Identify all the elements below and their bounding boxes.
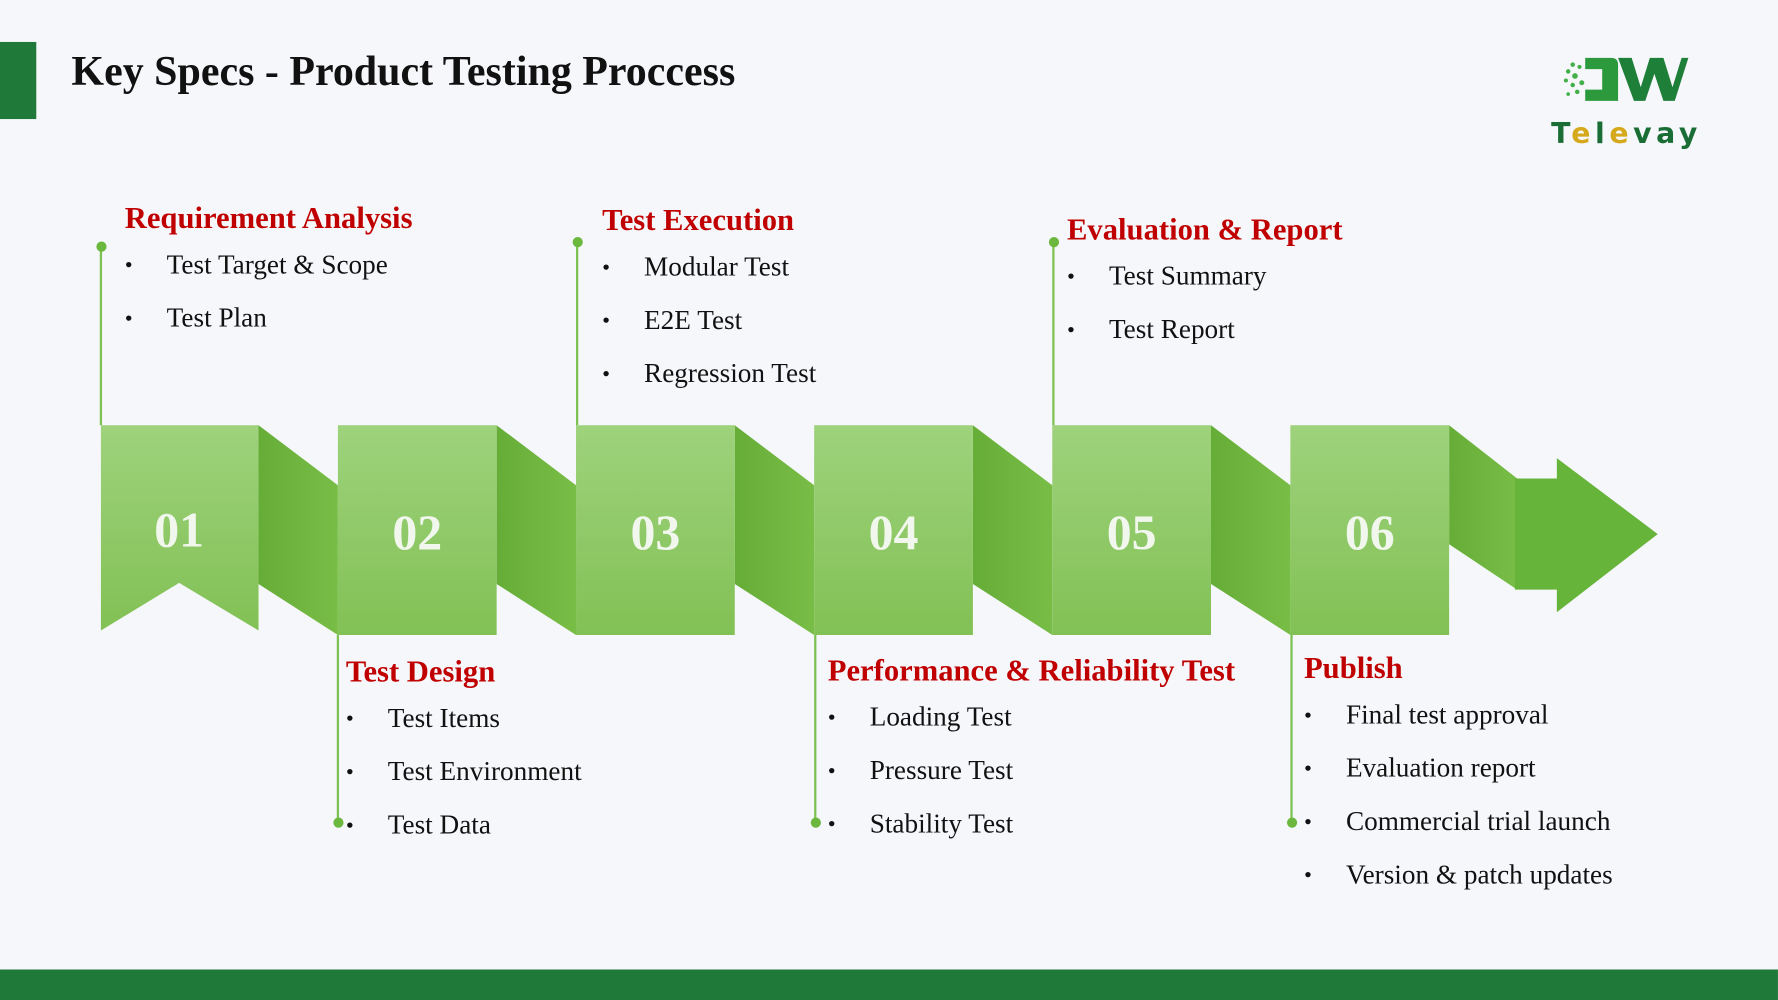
list-item: Test Report xyxy=(1067,304,1343,357)
step-03-details: Test Execution Modular TestE2E TestRegre… xyxy=(602,202,816,401)
step-number: 06 xyxy=(1345,505,1395,560)
list-item: Test Target & Scope xyxy=(125,239,413,292)
step-heading: Evaluation & Report xyxy=(1067,212,1343,247)
fold-5 xyxy=(1211,425,1291,635)
list-item: Version & patch updates xyxy=(1304,849,1613,902)
list-item: Modular Test xyxy=(602,242,816,295)
footer-bar xyxy=(0,969,1778,1000)
step-box-03 xyxy=(576,425,735,635)
list-item: E2E Test xyxy=(602,295,816,348)
fold-3 xyxy=(734,425,815,635)
step-number: 03 xyxy=(630,505,680,560)
connector-dot xyxy=(572,236,583,248)
logo-text: Televay xyxy=(1551,116,1702,150)
step-heading: Test Execution xyxy=(602,202,795,237)
step-number: 05 xyxy=(1107,505,1157,560)
televay-logo: Televay xyxy=(1548,51,1707,159)
list-item: Commercial trial launch xyxy=(1304,796,1613,849)
list-item: Test Summary xyxy=(1067,251,1343,304)
step-heading: Requirement Analysis xyxy=(124,200,413,235)
arrow-head-icon xyxy=(1514,458,1658,613)
title-accent-bar xyxy=(0,41,37,120)
list-item: Test Items xyxy=(346,693,582,746)
step-number: 02 xyxy=(392,505,442,560)
connector-line xyxy=(1290,634,1293,823)
step-06-details: Publish Final test approvalEvaluation re… xyxy=(1304,650,1613,903)
step-02-details: Test Design Test ItemsTest EnvironmentTe… xyxy=(345,653,582,852)
fold-4 xyxy=(972,425,1053,635)
step-number: 04 xyxy=(869,505,919,560)
list-item: Regression Test xyxy=(602,348,816,401)
list-item: Final test approval xyxy=(1304,689,1613,742)
connector-line xyxy=(99,247,103,426)
list-item: Pressure Test xyxy=(828,745,1235,798)
step-box-02 xyxy=(337,425,497,635)
connector-dot xyxy=(810,817,821,828)
step-05-details: Evaluation & Report Test SummaryTest Rep… xyxy=(1067,211,1343,357)
connector-line xyxy=(1052,241,1055,426)
fold-1 xyxy=(258,425,338,635)
step-heading: Performance & Reliability Test xyxy=(827,653,1236,688)
connector-dot xyxy=(1286,817,1298,828)
page-title: Key Specs - Product Testing Proccess xyxy=(71,48,736,96)
step-number: 01 xyxy=(154,503,204,558)
connector-line xyxy=(336,634,340,823)
connector-dot xyxy=(1048,236,1060,248)
step-heading: Publish xyxy=(1303,650,1403,685)
step-box-04 xyxy=(814,425,973,635)
list-item: Stability Test xyxy=(828,798,1235,851)
step-box-05 xyxy=(1052,425,1212,635)
list-item: Loading Test xyxy=(828,692,1235,745)
step-01-details: Requirement Analysis Test Target & Scope… xyxy=(125,200,413,346)
list-item: Test Plan xyxy=(125,293,413,346)
list-item: Test Environment xyxy=(346,746,582,799)
connector-dot xyxy=(96,241,107,252)
list-item: Test Data xyxy=(346,799,582,852)
step-heading: Test Design xyxy=(345,654,496,689)
list-item: Evaluation report xyxy=(1304,743,1613,796)
step-box-06 xyxy=(1290,425,1450,635)
connector-dot xyxy=(333,817,344,828)
logo-mark-icon xyxy=(1563,57,1689,101)
step-box-01 xyxy=(100,425,259,631)
connector-line xyxy=(576,241,579,426)
step-04-details: Performance & Reliability Test Loading T… xyxy=(827,652,1236,851)
connector-line xyxy=(814,634,817,823)
fold-2 xyxy=(496,425,577,635)
fold-6 xyxy=(1449,425,1518,590)
